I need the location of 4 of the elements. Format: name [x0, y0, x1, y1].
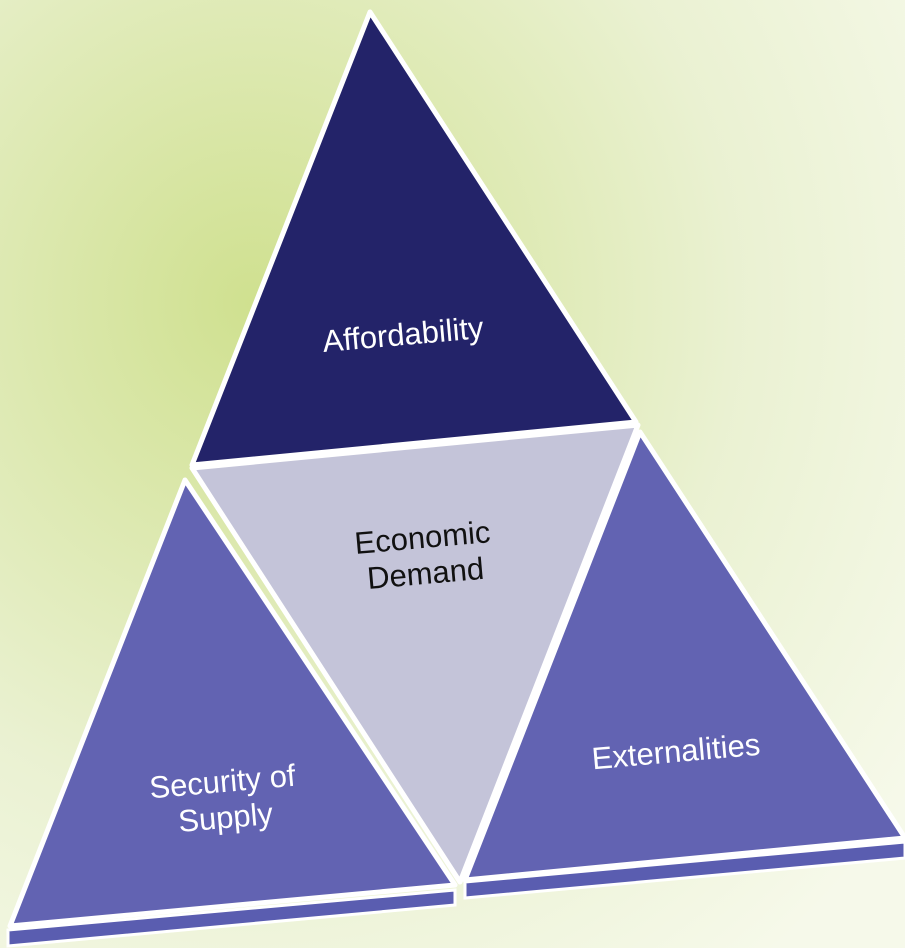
segment-label: Security of Supply — [146, 757, 298, 841]
segment-label: Externalities — [589, 726, 763, 778]
segment-label: Economic Demand — [352, 513, 493, 598]
segment-label: Affordability — [320, 309, 486, 361]
